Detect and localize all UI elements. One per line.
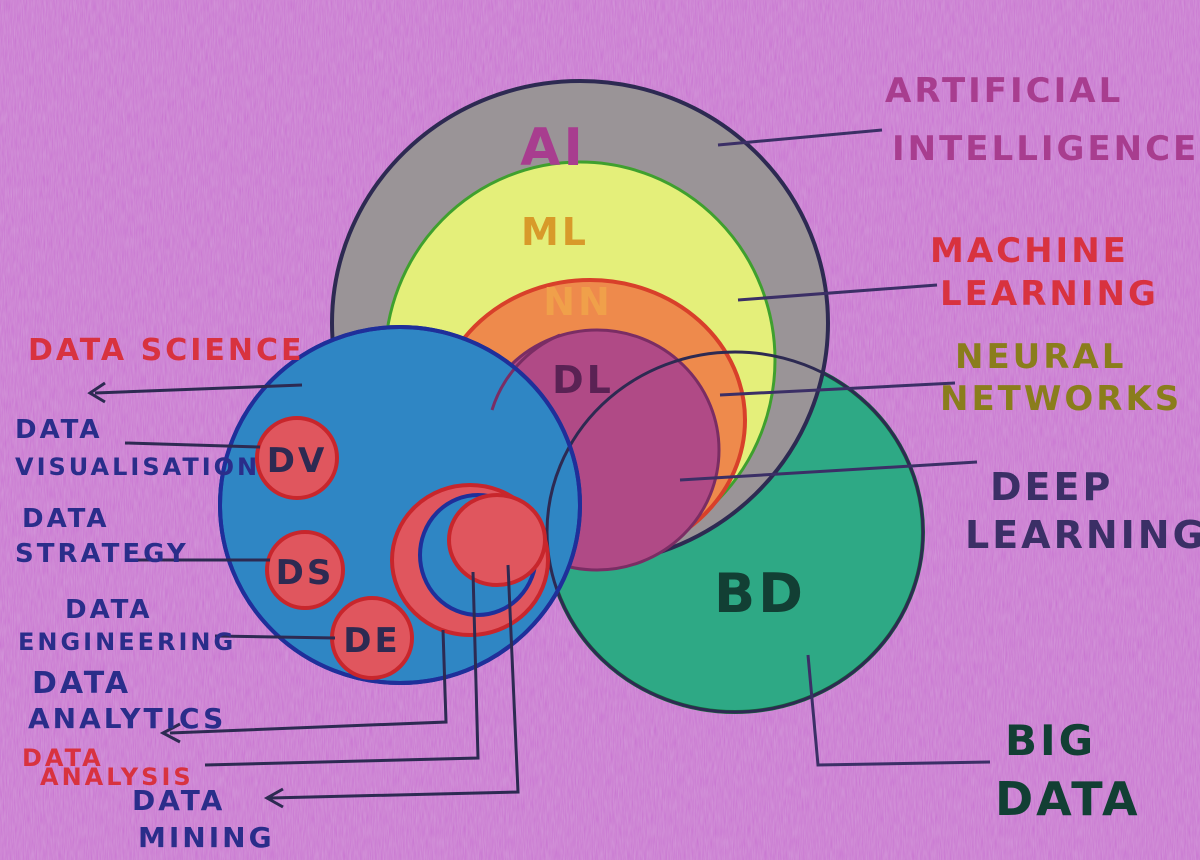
artificial-intelligence-label-line1: ARTIFICIAL <box>885 71 1123 111</box>
data-analytics-label-line1: DATA <box>32 666 131 701</box>
nn-leader-line <box>719 381 956 397</box>
data-analytics-arrowhead <box>159 722 181 744</box>
ai-leader-line <box>717 128 883 147</box>
machine-learning-label-line1: MACHINE <box>930 231 1129 271</box>
big-data-label-line1: BIG <box>1005 716 1096 765</box>
left-leader-lines <box>87 381 520 809</box>
data-science-arrowhead <box>87 381 106 404</box>
neural-networks-label-line2: NETWORKS <box>940 379 1182 419</box>
data-visualisation-label-line1: DATA <box>15 415 103 445</box>
data-analysis-label-line2: ANALYSIS <box>40 763 194 791</box>
machine-learning-label-line2: LEARNING <box>940 274 1159 314</box>
artificial-intelligence-label-line2: INTELLIGENCE <box>892 129 1199 169</box>
de-circle-label: DE <box>343 621 400 661</box>
bd-circle-label: BD <box>714 562 806 625</box>
data-visualisation-label-line2: VISUALISATION <box>15 453 260 481</box>
bd-leader-line <box>806 654 991 767</box>
data-analytics-leader-line <box>169 629 448 735</box>
data-analytics-label-line2: ANALYTICS <box>28 702 226 735</box>
de-leader-line <box>214 634 336 640</box>
ml-leader-line <box>737 283 938 302</box>
dl-circle-label: DL <box>552 358 614 402</box>
data-science-leader-line <box>94 383 303 395</box>
big-data-label-line2: DATA <box>995 772 1141 826</box>
dv-circle <box>255 416 339 500</box>
data-mining-leader-line <box>269 564 520 800</box>
neural-networks-label-line1: NEURAL <box>955 337 1126 377</box>
dl-leader-line <box>679 460 978 482</box>
right-leader-lines <box>679 128 991 767</box>
data-mining-label-line1: DATA <box>132 784 225 817</box>
data-mining-label-line2: MINING <box>138 821 275 854</box>
data-engineering-label-line2: ENGINEERING <box>18 628 236 656</box>
deep-learning-label-line1: DEEP <box>990 465 1113 509</box>
ml-circle-label: ML <box>521 210 589 254</box>
ds-small-circle-label: DS <box>276 553 335 593</box>
nn-circle-label: NN <box>543 280 613 324</box>
data-strategy-label-line1: DATA <box>22 504 110 534</box>
data-engineering-label-line1: DATA <box>65 595 153 625</box>
ds-outline-over <box>218 325 582 685</box>
data-analysis-leader-line <box>204 571 480 767</box>
data-mining-circle <box>447 493 547 587</box>
data-strategy-label-line2: STRATEGY <box>15 539 189 569</box>
data-science-label: DATA SCIENCE <box>28 333 304 368</box>
dl-outline-overlap <box>490 333 561 411</box>
ds-small-circle <box>265 530 345 610</box>
dv-circle-label: DV <box>267 441 328 481</box>
data-mining-arrowhead <box>263 787 284 809</box>
bd-outline-over <box>545 350 925 714</box>
deep-learning-label-line2: LEARNING <box>965 513 1200 557</box>
data-analysis-label-line1: DATA <box>22 744 104 772</box>
dv-leader-line <box>124 441 261 449</box>
ai-circle-label: AI <box>520 118 586 178</box>
